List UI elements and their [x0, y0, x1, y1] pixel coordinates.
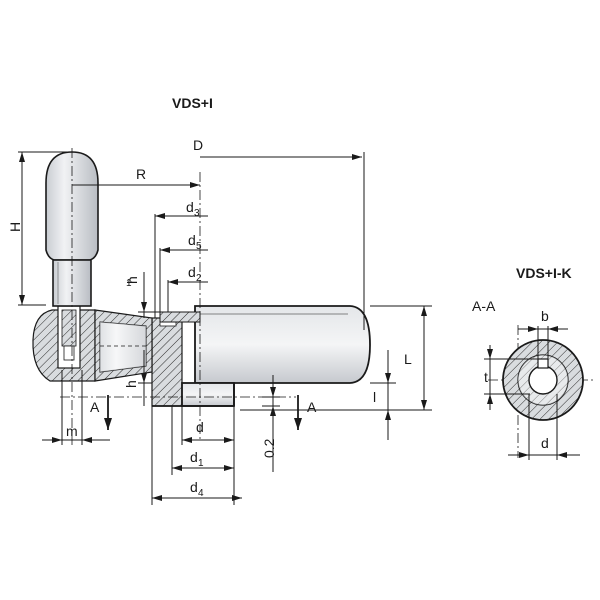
section-t-label: t — [484, 369, 488, 385]
dim-d4-label: d — [190, 479, 198, 495]
dim-d5-label: d — [188, 232, 196, 248]
section-d-label: d — [541, 435, 549, 451]
dim-d3-subscript: 3 — [194, 208, 200, 219]
dim-d3-label: d — [186, 199, 194, 215]
section-cut-markers — [104, 395, 302, 430]
dim-l-label: l — [373, 389, 376, 405]
dim-offset-label: 0.2 — [261, 438, 277, 458]
section-view — [484, 326, 584, 460]
dim-L-label: L — [404, 351, 412, 367]
section-view-title: VDS+I-K — [516, 265, 572, 281]
dim-R-label: R — [136, 166, 146, 182]
section-name-label: A-A — [472, 298, 496, 314]
dim-h1-subscript: 1 — [126, 278, 132, 289]
dim-h1-label: h — [124, 276, 140, 284]
dim-d5-subscript: 5 — [196, 241, 202, 252]
handwheel-body — [194, 305, 371, 384]
dim-H-label: H — [7, 222, 23, 232]
dim-d1-label: d — [190, 449, 198, 465]
center-lines — [60, 148, 596, 458]
dim-D-label: D — [193, 137, 203, 153]
section-marker-right: A — [307, 399, 317, 415]
dim-h-label: h — [123, 380, 139, 388]
rim-section — [32, 305, 153, 382]
section-b-label: b — [541, 308, 549, 324]
dim-d2-label: d — [188, 264, 196, 280]
dim-d4-subscript: 4 — [198, 488, 204, 499]
dim-d1-subscript: 1 — [198, 458, 204, 469]
dimension-lines — [18, 151, 432, 505]
dim-m-label: m — [66, 423, 78, 439]
dim-d-label: d — [196, 419, 204, 435]
section-marker-left: A — [90, 399, 100, 415]
main-view-title: VDS+I — [172, 95, 213, 111]
dim-d2-subscript: 2 — [196, 273, 202, 284]
